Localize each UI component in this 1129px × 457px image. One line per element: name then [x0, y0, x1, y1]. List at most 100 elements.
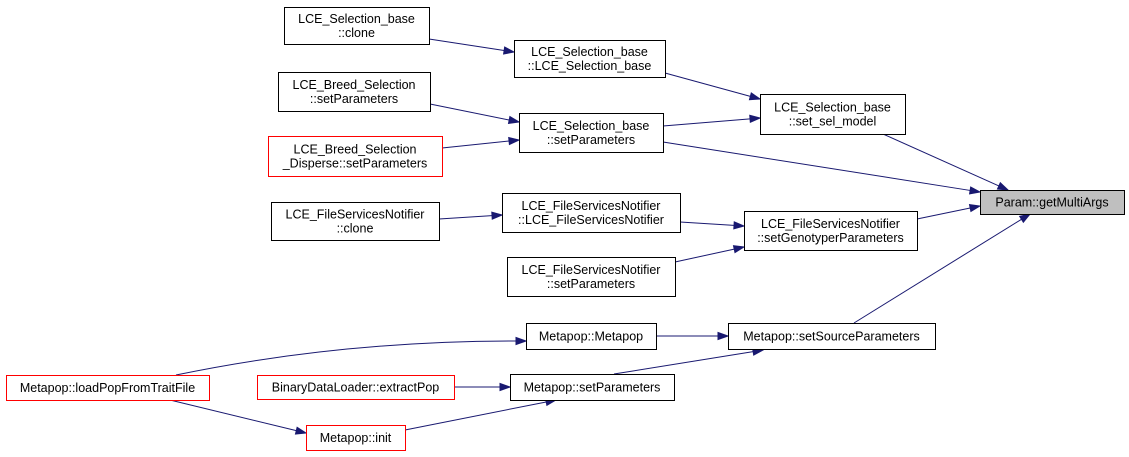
- edge-line: [169, 399, 297, 432]
- node-label-line: ::clone: [337, 222, 374, 236]
- node-label-line: LCE_FileServicesNotifier: [761, 217, 900, 231]
- edge-arrowhead: [996, 181, 1010, 191]
- node-breed-disp-setparams[interactable]: LCE_Breed_Selection_Disperse::setParamet…: [268, 136, 443, 177]
- node-box: [6, 375, 210, 401]
- edge-sel_setparams-to-param_getmultiargs: [662, 141, 982, 195]
- node-label-line: ::LCE_FileServicesNotifier: [518, 213, 664, 227]
- node-label-line: Metapop::loadPopFromTraitFile: [20, 381, 195, 395]
- node-sel-setparams[interactable]: LCE_Selection_base::setParameters: [519, 113, 664, 153]
- node-fsn-clone[interactable]: LCE_FileServicesNotifier::clone: [271, 202, 440, 241]
- node-fsn-setparams[interactable]: LCE_FileServicesNotifier::setParameters: [507, 257, 676, 297]
- edge-arrowhead: [508, 136, 521, 146]
- edge-line: [662, 118, 751, 127]
- edge-line: [175, 340, 517, 376]
- edge-arrowhead: [968, 186, 982, 195]
- edge-mp_loadpop-to-mp_init: [169, 399, 308, 435]
- node-box: [980, 190, 1125, 215]
- edge-line: [613, 351, 754, 375]
- node-box: [268, 136, 443, 177]
- node-bdl-extractpop[interactable]: BinaryDataLoader::extractPop: [257, 375, 455, 400]
- node-fsn-ctor[interactable]: LCE_FileServicesNotifier::LCE_FileServic…: [502, 193, 681, 233]
- node-mp-ctor[interactable]: Metapop::Metapop: [526, 323, 657, 350]
- node-param-getmultiargs: Param::getMultiArgs: [980, 190, 1125, 215]
- edge-arrowhead: [515, 336, 528, 346]
- node-box: [744, 211, 918, 251]
- edge-arrowhead: [1018, 213, 1032, 224]
- node-breed-setparams[interactable]: LCE_Breed_Selection::setParameters: [278, 72, 431, 112]
- edge-line: [674, 248, 735, 263]
- node-sel-set-sel-model[interactable]: LCE_Selection_base::set_sel_model: [760, 94, 906, 135]
- node-mp-init[interactable]: Metapop::init: [306, 425, 406, 451]
- node-box: [306, 425, 406, 451]
- node-label-line: LCE_FileServicesNotifier: [522, 199, 661, 213]
- edge-arrowhead: [748, 92, 762, 101]
- node-box: [278, 72, 431, 112]
- edge-line: [441, 140, 510, 149]
- edge-line: [429, 103, 510, 121]
- node-label-line: ::set_sel_model: [789, 115, 877, 129]
- edge-breed_disp_setparams-to-sel_setparams: [441, 136, 521, 149]
- edge-line: [662, 141, 971, 191]
- edges-layer: [169, 38, 1032, 435]
- node-box: [502, 193, 681, 233]
- edge-line: [664, 72, 751, 97]
- edge-arrowhead: [491, 211, 504, 220]
- node-label-line: LCE_Selection_base: [298, 12, 415, 26]
- node-label-line: ::setParameters: [547, 277, 635, 291]
- node-label-line: ::clone: [338, 26, 375, 40]
- node-box: [728, 323, 936, 350]
- edge-line: [882, 133, 1000, 187]
- node-label-line: Metapop::setSourceParameters: [743, 330, 919, 344]
- edge-arrowhead: [717, 331, 730, 341]
- edge-fsn_clone-to-fsn_ctor: [438, 211, 504, 220]
- edge-line: [916, 207, 971, 220]
- edge-sel_setparams-to-sel_set_sel_model: [662, 114, 762, 127]
- node-label-line: LCE_Breed_Selection: [293, 78, 416, 92]
- edge-line: [853, 218, 1022, 324]
- node-label-line: Metapop::Metapop: [539, 330, 643, 344]
- edge-fsn_setparams-to-fsn_setgeno: [674, 245, 746, 263]
- edge-arrowhead: [732, 245, 746, 254]
- edge-line: [679, 221, 735, 226]
- edge-line: [438, 215, 493, 220]
- edge-mp_setparams-to-mp_setsource: [613, 347, 765, 375]
- edge-sel_set_sel_model-to-param_getmultiargs: [882, 133, 1010, 191]
- edge-arrowhead: [733, 221, 746, 230]
- node-label-line: Metapop::setParameters: [524, 381, 661, 395]
- node-mp-setsource[interactable]: Metapop::setSourceParameters: [728, 323, 936, 350]
- edge-mp_ctor-to-mp_setsource: [656, 331, 730, 341]
- edge-bdl_extractpop-to-mp_setparams: [454, 382, 512, 392]
- edge-sel_clone-to-sel_ctor: [428, 38, 516, 55]
- node-sel-ctor[interactable]: LCE_Selection_base::LCE_Selection_base: [514, 40, 666, 78]
- node-box: [257, 375, 455, 400]
- edge-arrowhead: [507, 115, 521, 125]
- edge-arrowhead: [968, 204, 982, 213]
- node-label-line: Param::getMultiArgs: [995, 196, 1108, 210]
- node-label-line: ::setGenotyperParameters: [757, 231, 904, 245]
- nodes-layer: LCE_Selection_base::cloneLCE_Selection_b…: [6, 7, 1125, 451]
- node-label-line: LCE_Selection_base: [531, 45, 648, 59]
- node-box: [760, 94, 906, 135]
- node-mp-loadpop[interactable]: Metapop::loadPopFromTraitFile: [6, 375, 210, 401]
- node-label-line: BinaryDataLoader::extractPop: [272, 381, 440, 395]
- node-label-line: LCE_FileServicesNotifier: [522, 263, 661, 277]
- edge-arrowhead: [294, 426, 308, 435]
- node-label-line: LCE_Breed_Selection: [294, 143, 417, 157]
- edge-breed_setparams-to-sel_setparams: [429, 103, 521, 125]
- node-mp-setparams[interactable]: Metapop::setParameters: [510, 374, 675, 401]
- node-box: [507, 257, 676, 297]
- node-box: [519, 113, 664, 153]
- edge-mp_setsource-to-param_getmultiargs: [853, 213, 1032, 324]
- edge-line: [404, 401, 547, 431]
- edge-fsn_setgeno-to-param_getmultiargs: [916, 204, 982, 220]
- node-label-line: LCE_Selection_base: [774, 101, 891, 115]
- node-label-line: ::setParameters: [547, 133, 635, 147]
- node-fsn-setgeno[interactable]: LCE_FileServicesNotifier::setGenotyperPa…: [744, 211, 918, 251]
- node-label-line: ::setParameters: [310, 92, 398, 106]
- edge-line: [428, 38, 505, 51]
- node-box: [271, 202, 440, 241]
- node-box: [284, 7, 430, 45]
- node-sel-clone[interactable]: LCE_Selection_base::clone: [284, 7, 430, 45]
- node-label-line: LCE_FileServicesNotifier: [286, 208, 425, 222]
